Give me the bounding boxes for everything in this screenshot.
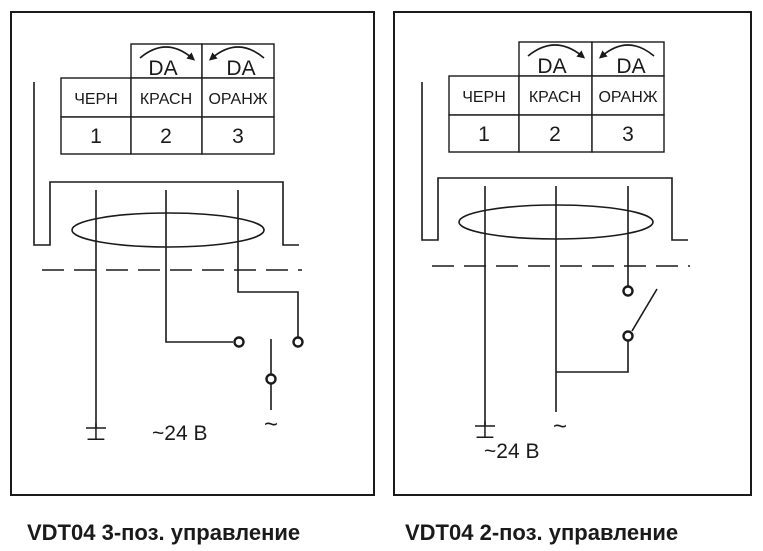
diagram-caption: VDT04 2-поз. управление: [405, 520, 678, 545]
terminal-orange: [292, 336, 304, 348]
cable-bundle: [71, 212, 265, 248]
number-cell-3: [591, 114, 665, 153]
wire-header-red: КРАСН: [529, 89, 581, 106]
number-cell-3: [201, 116, 275, 155]
number-cell-2: [130, 116, 203, 155]
ground-icon: ⊥: [475, 417, 496, 444]
terminal-orange: [622, 285, 634, 297]
number-cell-1: [448, 114, 520, 153]
actuator-housing: [421, 82, 688, 241]
wire-number-3: 3: [232, 125, 244, 148]
da-cell-counterclockwise: [591, 41, 665, 77]
wire-orange: [237, 190, 299, 337]
wire-number-1: 1: [90, 125, 102, 148]
wire-switch-to-red: [556, 341, 629, 373]
ground-icon: ⊥: [86, 419, 107, 446]
wire-number-2: 2: [160, 125, 172, 148]
arrow-counterclockwise-icon: [598, 44, 655, 59]
arrow-counterclockwise-icon: [208, 46, 265, 61]
wire-header-red: КРАСН: [140, 91, 192, 108]
wire-header-black: ЧЕРН: [74, 91, 118, 108]
terminal-switch-common: [265, 373, 277, 385]
terminal-red: [233, 336, 245, 348]
wire-header-black: ЧЕРН: [462, 89, 506, 106]
supply-voltage-label: ~24 B: [152, 422, 207, 445]
da-label-right: DA: [226, 57, 255, 80]
da-label-left: DA: [148, 57, 177, 80]
header-cell-3: [591, 75, 665, 116]
tilde-icon: ~: [264, 411, 278, 438]
wire-header-orange: ОРАНЖ: [208, 91, 267, 108]
wire-red: [165, 190, 233, 343]
wire-number-1: 1: [478, 123, 490, 146]
header-cell-2: [130, 77, 203, 118]
terminal-switch: [622, 330, 634, 342]
da-label-left: DA: [537, 55, 566, 78]
tilde-icon: ~: [553, 413, 567, 440]
header-cell-1: [60, 77, 132, 118]
wire-number-3: 3: [622, 123, 634, 146]
number-cell-1: [60, 116, 132, 155]
supply-voltage-label: ~24 B: [484, 440, 539, 463]
wire-header-orange: ОРАНЖ: [598, 89, 657, 106]
diagram-3-position: DA DA ЧЕРН КРАСН ОРАНЖ 1 2 3 ⊥ ~ ~24 B V: [10, 11, 375, 545]
da-label-right: DA: [616, 55, 645, 78]
diagram-2-position: DA DA ЧЕРН КРАСН ОРАНЖ 1 2 3 ⊥ ~ ~24 B V…: [393, 11, 752, 545]
diagram-caption: VDT04 3-поз. управление: [27, 520, 300, 545]
diagram-frame: [393, 11, 752, 496]
number-cell-2: [518, 114, 593, 153]
switch-contact-2pos: [631, 288, 658, 332]
arrow-clockwise-icon: [139, 46, 196, 61]
actuator-housing: [33, 82, 299, 246]
wire-number-2: 2: [549, 123, 561, 146]
header-cell-2: [518, 75, 593, 116]
diagram-frame: [10, 11, 375, 496]
arrow-clockwise-icon: [527, 44, 586, 59]
